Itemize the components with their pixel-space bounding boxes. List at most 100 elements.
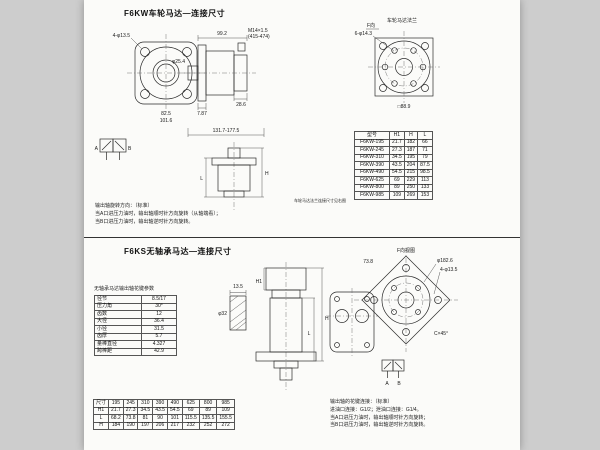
note-line: 进油口连接：G1/2；泄油口连接：G1/4。 (330, 406, 422, 413)
dim-label: 车轮马达法兰 (387, 17, 417, 24)
table-cell: 625 (181, 399, 200, 408)
table-cell: 34.5 (389, 153, 405, 162)
table-cell: 215 (403, 168, 419, 177)
spline-detail-view (229, 290, 247, 331)
dim-label: 99.2 (217, 31, 227, 37)
table-cell: F6KW-625 (354, 176, 390, 185)
port-face-view (326, 288, 378, 356)
table-cell: 206 (152, 421, 168, 430)
section-title-f6kw: F6KW车轮马达—连接尺寸 (124, 9, 226, 18)
f6kw-notes: 输出轴旋转方向：（标准） 当A口进压力油时，输出轴顺时针方向旋转（从轴端看）； … (95, 203, 221, 226)
dim-label: 82.5 (161, 111, 171, 117)
table-cell: H1 (92, 406, 110, 415)
table-cell: 31.5 (141, 325, 177, 334)
table-cell: 小径 (94, 325, 142, 334)
dim-label: 101.6 (160, 118, 173, 124)
dim-label: 6-φ14.3 (355, 31, 373, 37)
dim-label: 13.5 (233, 284, 243, 290)
section-title-f6ks: F6KS无轴承马达—连接尺寸 (124, 247, 232, 256)
dim-label: F向视图 (397, 247, 415, 254)
table-cell: 310 (137, 399, 154, 408)
table-cell: F6KW-195 (354, 138, 390, 147)
hydraulic-schematic (99, 138, 127, 160)
table-cell: L (417, 131, 433, 140)
table-cell: 4.327 (141, 340, 177, 349)
table-cell: 184 (108, 421, 124, 430)
table-cell: 153 (417, 191, 433, 200)
table-cell: F6KW-310 (354, 153, 390, 162)
table-cell: F6KW-800 (354, 183, 390, 192)
dim-label: 131.7-177.5 (213, 128, 240, 134)
table-cell: 齿数 (94, 310, 142, 319)
section-divider (84, 237, 520, 238)
table-cell: 90 (152, 414, 168, 423)
table-cell: 133 (417, 183, 433, 192)
table-cell: 齿厚 (94, 332, 142, 341)
table-cell: 187 (403, 146, 419, 155)
table-cell: 量棒直径 (94, 340, 142, 349)
table-cell: 压力角 (94, 302, 142, 311)
table-cell: 尺寸 (92, 399, 110, 408)
dim-label: H (265, 171, 269, 177)
table-cell: 490 (166, 399, 183, 408)
dim-label: □88.9 (398, 104, 411, 110)
table-cell: 89 (389, 183, 405, 192)
flange-front-view (127, 34, 205, 112)
dim-label: B (128, 146, 132, 152)
table-cell: H (403, 131, 419, 140)
table-cell: 27.3 (122, 406, 139, 415)
table-cell: 217 (166, 421, 183, 430)
table-cell: 12 (141, 310, 177, 319)
table-cell: F6KW-245 (354, 146, 390, 155)
mounting-flange-view (354, 248, 458, 352)
dim-label: A (385, 381, 389, 387)
table-cell: 43.5 (152, 406, 168, 415)
dim-label: 4-φ13.5 (440, 267, 458, 273)
dim-label: A (95, 146, 99, 152)
motor-side-view-vertical (255, 262, 324, 392)
table-cell: 43.5 (389, 161, 405, 170)
table-cell: 390 (152, 399, 168, 408)
dim-label: F向 (367, 22, 375, 29)
table-cell: 109 (389, 191, 405, 200)
table-cell: 型号 (354, 131, 390, 140)
table-cell: 135.5 (198, 414, 218, 423)
dim-label: 28.6 (236, 102, 246, 108)
dim-label: φ32 (218, 311, 227, 317)
table-cell: 195 (108, 399, 124, 408)
rotation-schematic (381, 359, 405, 378)
note-line: 输出轴的花键连接：（标准） (330, 399, 393, 405)
dim-label: L (308, 331, 311, 337)
table-cell: 155.5 (216, 414, 235, 423)
table-cell: 69 (389, 176, 405, 185)
dim-label: φ25.4 (172, 59, 185, 65)
table-cell: 21.7 (108, 406, 124, 415)
table-cell: 21.7 (389, 138, 405, 147)
table-cell: 985 (216, 399, 235, 408)
table-cell: 54.5 (389, 168, 405, 177)
wheel-flange-view (366, 28, 440, 103)
table-cell: H1 (389, 131, 405, 140)
table-cell: 69 (181, 406, 200, 415)
table-cell: 113 (417, 176, 433, 185)
table-cell: 182 (403, 138, 419, 147)
table-cell: 87.5 (417, 161, 433, 170)
dim-label: H (325, 316, 329, 322)
dim-label: L (200, 176, 203, 182)
table-cell: 109 (216, 406, 235, 415)
table-cell: 190 (122, 421, 139, 430)
table-cell: 195 (403, 153, 419, 162)
table-cell: 73.8 (122, 414, 139, 423)
table-cell: H (92, 421, 110, 430)
table-cell: 54.5 (166, 406, 183, 415)
table-cell: 232 (181, 421, 200, 430)
drawing-note: 车轮马达法兰连接尺寸见右图 (294, 197, 346, 203)
note-line: 当B口进压力油时，输出轴逆时针方向旋转。 (330, 422, 429, 429)
dim-label: φ182.6 (437, 258, 453, 264)
table-cell: 269 (403, 191, 419, 200)
technical-drawing-canvas: A B 4-φ13.5 82.5 101.6 (95, 17, 458, 392)
table-cell: 98.5 (417, 168, 433, 177)
table-cell: 跨棒距 (94, 347, 142, 356)
